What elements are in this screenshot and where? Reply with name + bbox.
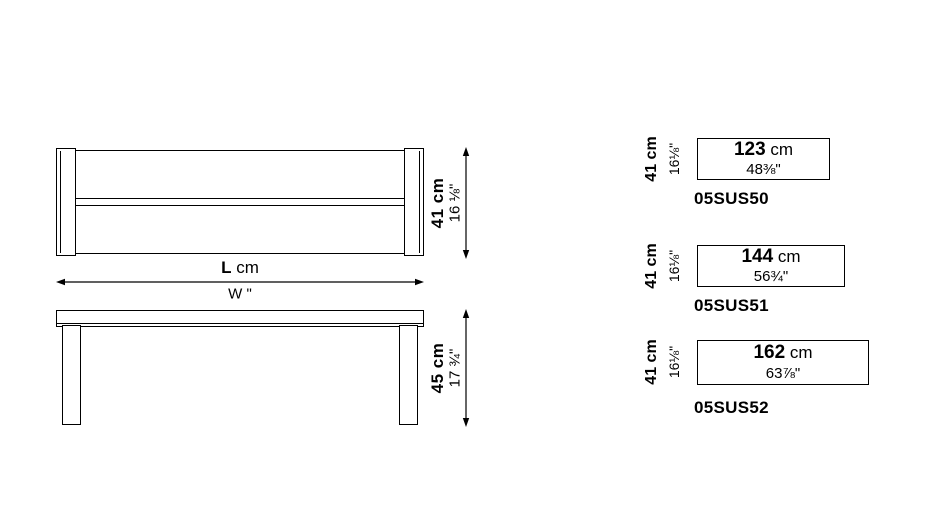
variant-width-cm: 162 cm bbox=[753, 342, 812, 364]
table-height-cm-label: 45 cm bbox=[428, 342, 447, 394]
bench-length-label: L cm bbox=[221, 258, 259, 278]
variant-height-in-label: 16⅛" bbox=[666, 249, 682, 283]
bench-height-arrow bbox=[462, 147, 470, 259]
variant-size-box: 144 cm 56¾" bbox=[697, 245, 845, 287]
bench-length-in-label: W " bbox=[228, 285, 252, 303]
variant-width-in: 56¾" bbox=[753, 268, 789, 286]
variant-height-in-label: 16⅛" bbox=[666, 345, 682, 379]
bench-right-cap bbox=[404, 148, 424, 256]
table-right-leg bbox=[399, 325, 418, 425]
variant-code: 05SUS52 bbox=[694, 398, 769, 417]
variant-code: 05SUS51 bbox=[694, 296, 769, 315]
bench-right-cap-line bbox=[419, 151, 420, 253]
variant-height-cm-label: 41 cm bbox=[643, 136, 660, 182]
bench-rail-line bbox=[63, 198, 419, 199]
variant-width-unit: cm bbox=[770, 139, 794, 159]
variant-height-cm-label: 41 cm bbox=[643, 243, 660, 289]
variant-height-in-label: 16⅛" bbox=[666, 142, 682, 176]
variant-width-cm: 144 cm bbox=[741, 246, 800, 268]
bench-length-value: L bbox=[221, 258, 232, 277]
bench-left-cap-line bbox=[60, 151, 61, 253]
variant-height-cm-label: 41 cm bbox=[643, 339, 660, 385]
bench-rail-line bbox=[63, 205, 419, 206]
bench-height-cm-label: 41 cm bbox=[428, 177, 447, 229]
variant-width-in: 48⅜" bbox=[746, 161, 781, 179]
bench-length-arrow bbox=[56, 278, 424, 286]
table-height-arrow bbox=[462, 309, 470, 427]
variant-width-in: 63⅞" bbox=[765, 364, 801, 382]
variant-size-box: 123 cm 48⅜" bbox=[697, 138, 830, 180]
table-height-in-label: 17 ¾" bbox=[446, 348, 464, 388]
variant-width-cm: 123 cm bbox=[734, 139, 793, 161]
variant-size-box: 162 cm 63⅞" bbox=[697, 340, 869, 385]
bench-seat bbox=[63, 150, 419, 254]
variant-width-unit: cm bbox=[789, 343, 813, 363]
table-top-edge-line bbox=[57, 323, 423, 324]
bench-length-unit: cm bbox=[236, 258, 259, 277]
table-top bbox=[56, 310, 424, 327]
variant-width-unit: cm bbox=[777, 246, 801, 266]
variant-code: 05SUS50 bbox=[694, 189, 769, 208]
table-left-leg bbox=[62, 325, 81, 425]
bench-left-cap bbox=[56, 148, 76, 256]
bench-height-in-label: 16 ⅛" bbox=[446, 183, 464, 223]
variant-width-value: 144 bbox=[741, 245, 774, 267]
variant-width-value: 162 bbox=[753, 342, 786, 364]
variant-width-value: 123 bbox=[733, 138, 766, 160]
